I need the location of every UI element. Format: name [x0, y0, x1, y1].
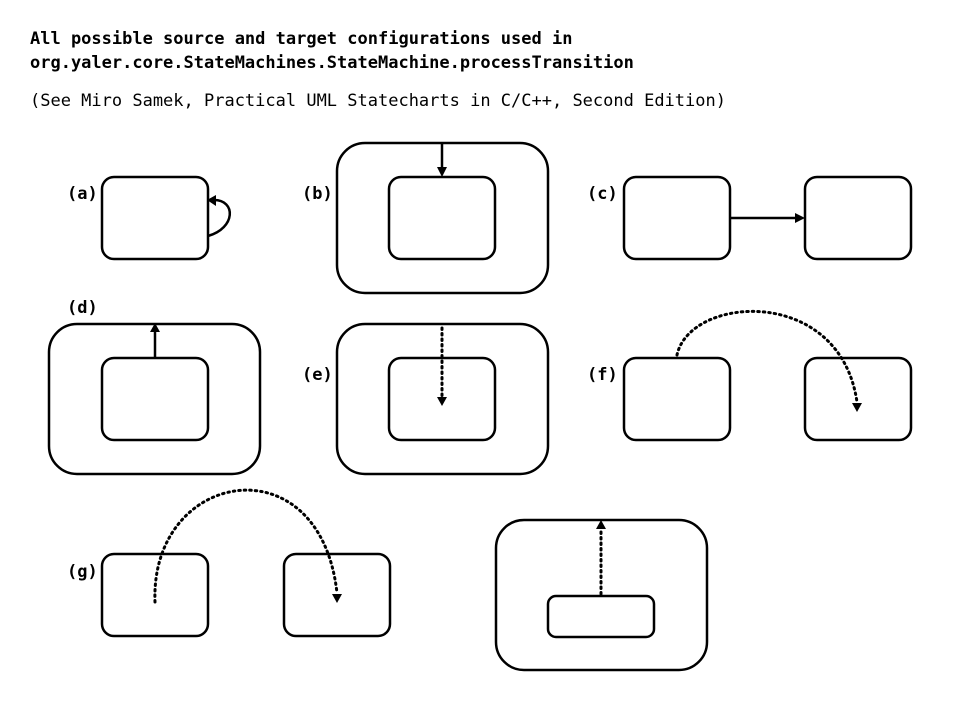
panel-c-arrowhead — [795, 213, 805, 223]
panel-e: (e) — [302, 322, 550, 476]
panel-a-state — [100, 175, 210, 261]
title-line-2: org.yaler.core.StateMachines.StateMachin… — [30, 53, 634, 73]
panel-b-label: (b) — [302, 184, 333, 204]
panel-b: (b) — [302, 141, 550, 295]
panel-d-inner-state — [100, 356, 210, 442]
panel-f-source-state — [622, 356, 732, 442]
title-line-1: All possible source and target configura… — [30, 29, 573, 49]
panel-e-arrowhead — [437, 397, 447, 406]
diagram-subtitle: (See Miro Samek, Practical UML Statechar… — [30, 91, 726, 111]
panel-unlabeled-inner-state — [546, 594, 656, 639]
panel-b-arrowhead — [437, 167, 447, 177]
panel-a-self-transition-arrow — [207, 198, 232, 238]
panel-g-arrowhead — [332, 594, 342, 603]
panel-c: (c) — [587, 175, 913, 261]
panel-a: (a) — [67, 175, 232, 261]
diagram-title: All possible source and target configura… — [30, 27, 634, 75]
panel-unlabeled-arrowhead — [596, 520, 606, 529]
panel-c-label: (c) — [587, 184, 618, 204]
panel-e-label: (e) — [302, 365, 333, 385]
panel-f-transition-arrow — [675, 310, 859, 404]
panel-f: (f) — [587, 310, 913, 442]
panel-a-arrowhead — [207, 195, 216, 206]
panel-g-label: (g) — [67, 562, 98, 582]
panel-c-target-state — [803, 175, 913, 261]
panel-d-arrowhead — [150, 323, 160, 332]
panel-g-transition-arrow — [153, 488, 339, 604]
panel-f-label: (f) — [587, 365, 618, 385]
panel-d-label: (d) — [67, 298, 98, 318]
panel-f-arrowhead — [852, 403, 862, 412]
panel-g: (g) — [67, 488, 392, 638]
panel-d: (d) — [47, 298, 262, 476]
panel-b-inner-state — [387, 175, 497, 261]
panel-c-source-state — [622, 175, 732, 261]
panel-a-label: (a) — [67, 184, 98, 204]
panel-unlabeled — [494, 518, 709, 672]
